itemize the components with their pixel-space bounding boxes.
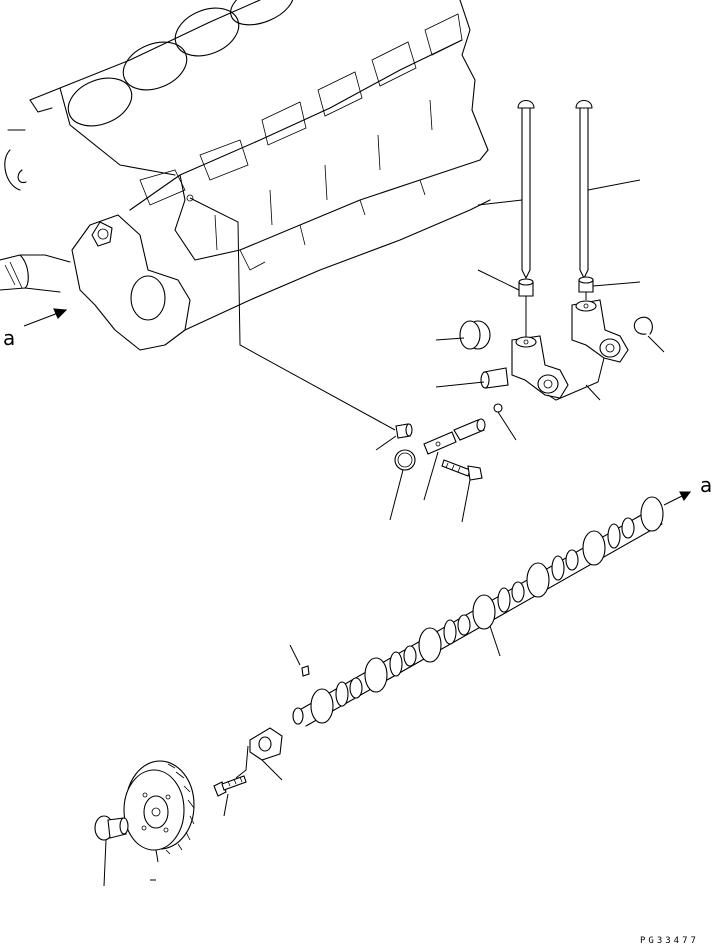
cam-journals (310, 496, 664, 724)
rocker-shaft-parts (375, 418, 486, 523)
hub-bolt (94, 815, 129, 887)
page-code: PG33477 (640, 936, 699, 946)
cam-lobes (335, 517, 635, 707)
cylinder-block (0, 0, 491, 431)
cam-gear (123, 760, 195, 881)
thrust-plate (235, 727, 283, 781)
camshaft (292, 491, 692, 727)
gear-teeth (165, 763, 195, 855)
valve-lifters (435, 269, 665, 441)
view-label-a-left: a (3, 326, 16, 350)
view-label-a-right: a (700, 473, 713, 497)
gear-bolt (213, 775, 247, 817)
push-rods (477, 99, 641, 279)
woodruff-key (289, 644, 310, 677)
